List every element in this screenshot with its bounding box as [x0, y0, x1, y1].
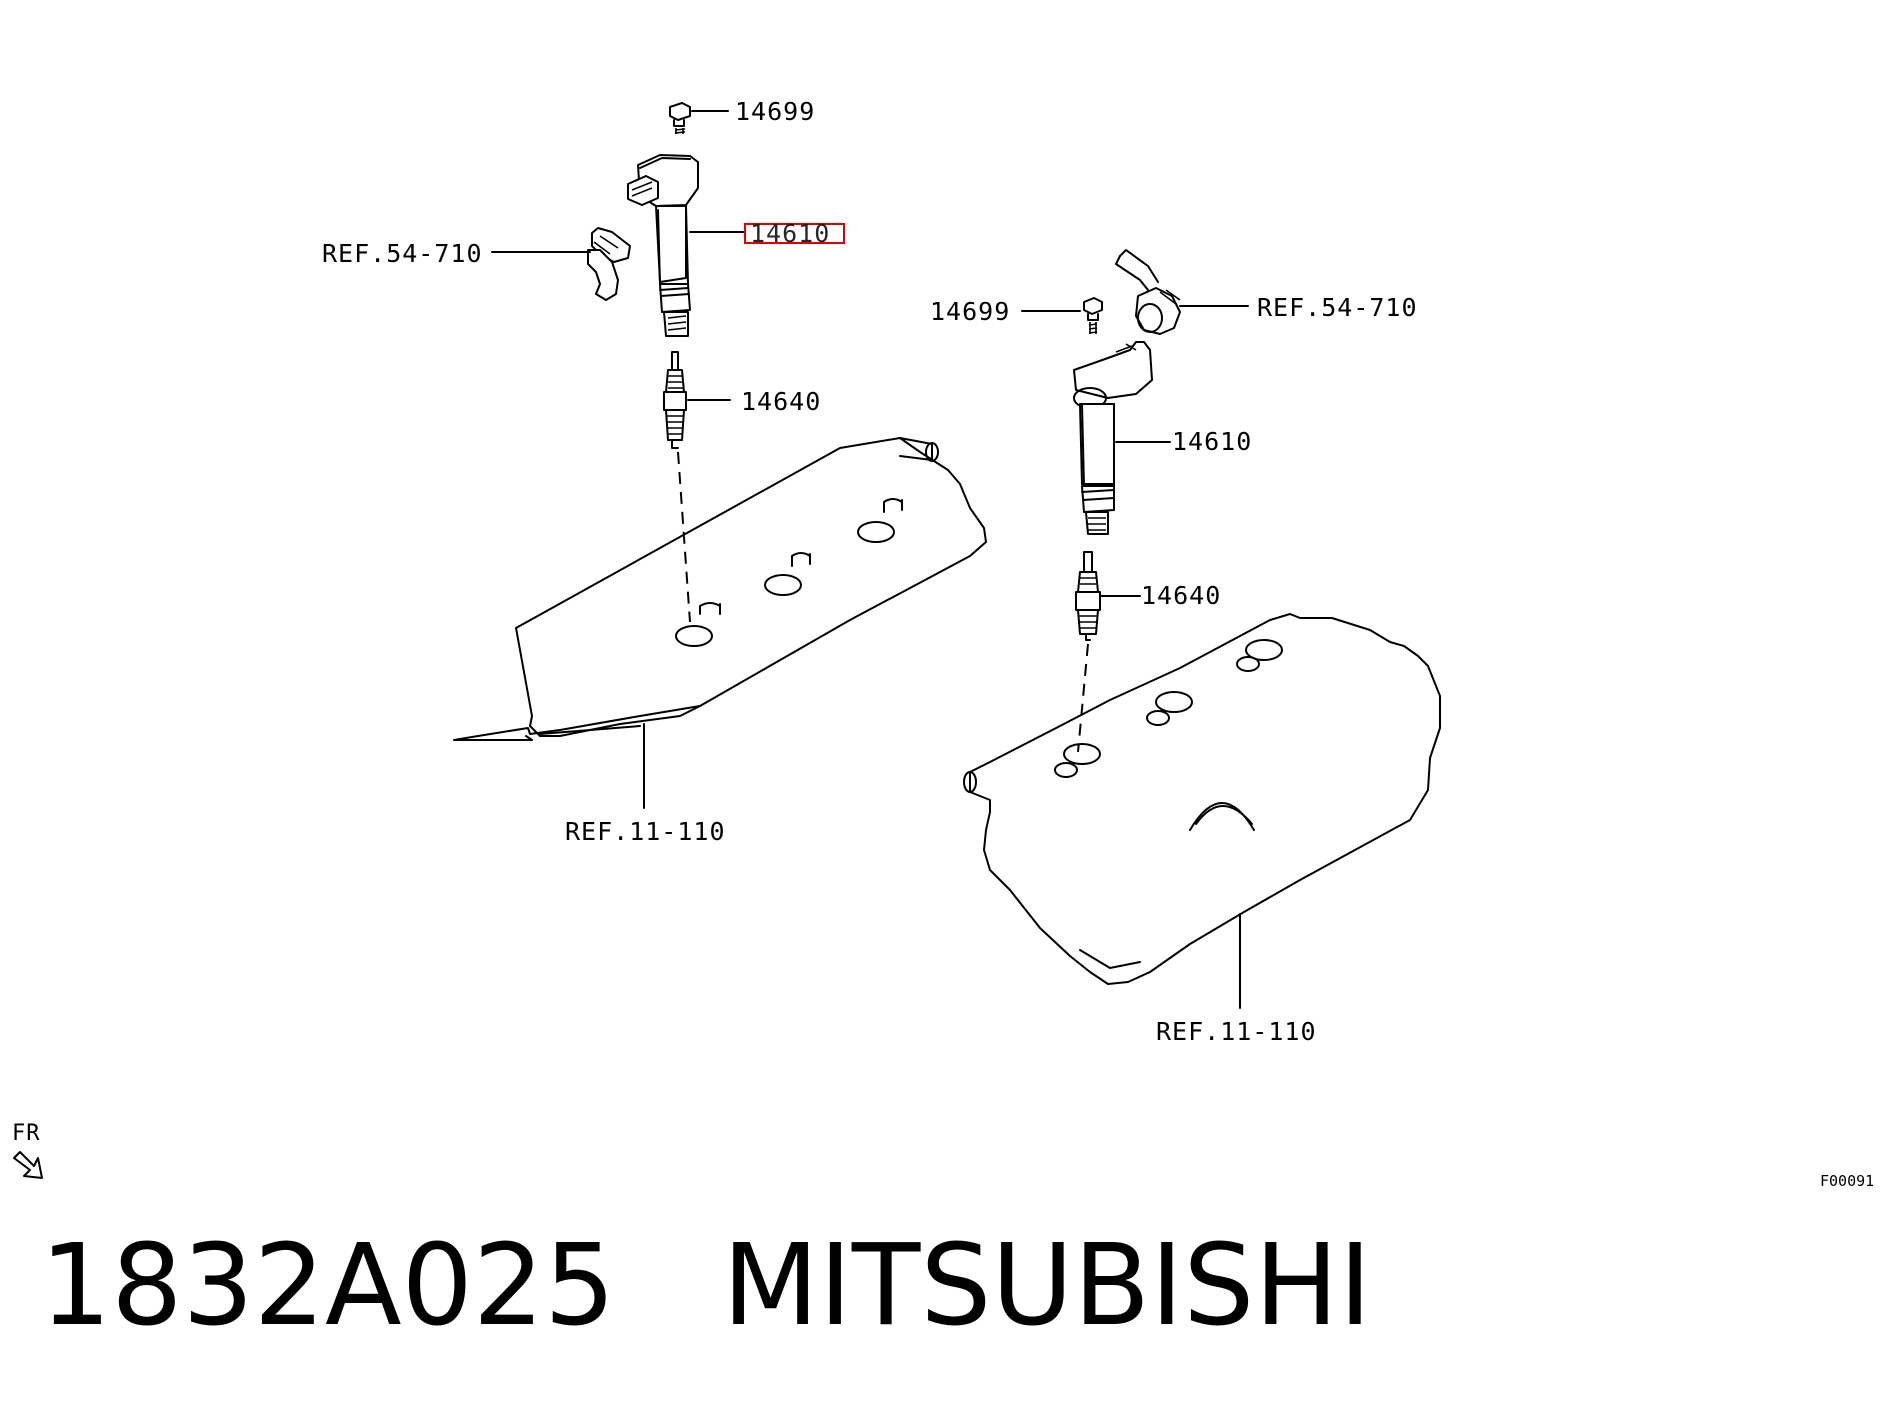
right-plug-hole-2 [1155, 691, 1193, 713]
left-connector [587, 227, 631, 301]
front-direction-arrow-icon [13, 1151, 43, 1179]
label-right-plug[interactable]: 14640 [1141, 581, 1221, 610]
right-plug-hole-3 [1245, 639, 1283, 661]
right-boss-2 [1146, 710, 1170, 726]
left-cylinder-head-cover [453, 437, 987, 741]
right-plug-axis [1077, 643, 1089, 753]
left-plug-hole-1 [675, 625, 713, 647]
right-connector [1115, 249, 1181, 335]
left-plug-hole-2 [764, 574, 802, 596]
label-right-coil[interactable]: 14610 [1172, 427, 1252, 456]
right-bolt [1083, 297, 1103, 334]
right-boss-1 [1054, 762, 1078, 778]
left-boss-3 [883, 498, 903, 513]
label-right-connector-ref[interactable]: REF.54-710 [1257, 293, 1418, 322]
label-left-connector-ref[interactable]: REF.54-710 [322, 239, 483, 268]
figure-code: F00091 [1820, 1172, 1874, 1190]
label-left-bolt[interactable]: 14699 [735, 97, 815, 126]
highlight-box [744, 223, 845, 244]
left-boss-1 [699, 602, 721, 615]
label-right-cover-ref[interactable]: REF.11-110 [1156, 1017, 1317, 1046]
right-boss-3 [1236, 656, 1260, 672]
part-number: 1832A025 [40, 1221, 616, 1351]
label-right-bolt[interactable]: 14699 [930, 297, 1010, 326]
right-cylinder-head-cover [963, 613, 1441, 985]
label-direction: FR [12, 1121, 41, 1146]
left-spark-plug [663, 351, 687, 449]
left-bolt [669, 102, 691, 134]
left-plug-axis [677, 451, 691, 623]
left-boss-2 [791, 552, 811, 567]
left-plug-hole-3 [857, 521, 895, 543]
label-left-plug[interactable]: 14640 [741, 387, 821, 416]
part-title: 1832A025 MITSUBISHI [40, 1230, 1372, 1342]
left-ignition-coil [627, 154, 699, 337]
label-left-coil[interactable]: 14610 [750, 219, 830, 248]
label-left-cover-ref[interactable]: REF.11-110 [565, 817, 726, 846]
right-spark-plug [1075, 551, 1101, 641]
right-plug-hole-1 [1063, 743, 1101, 765]
right-ignition-coil [1073, 341, 1153, 535]
brand-name: MITSUBISHI [722, 1221, 1372, 1351]
